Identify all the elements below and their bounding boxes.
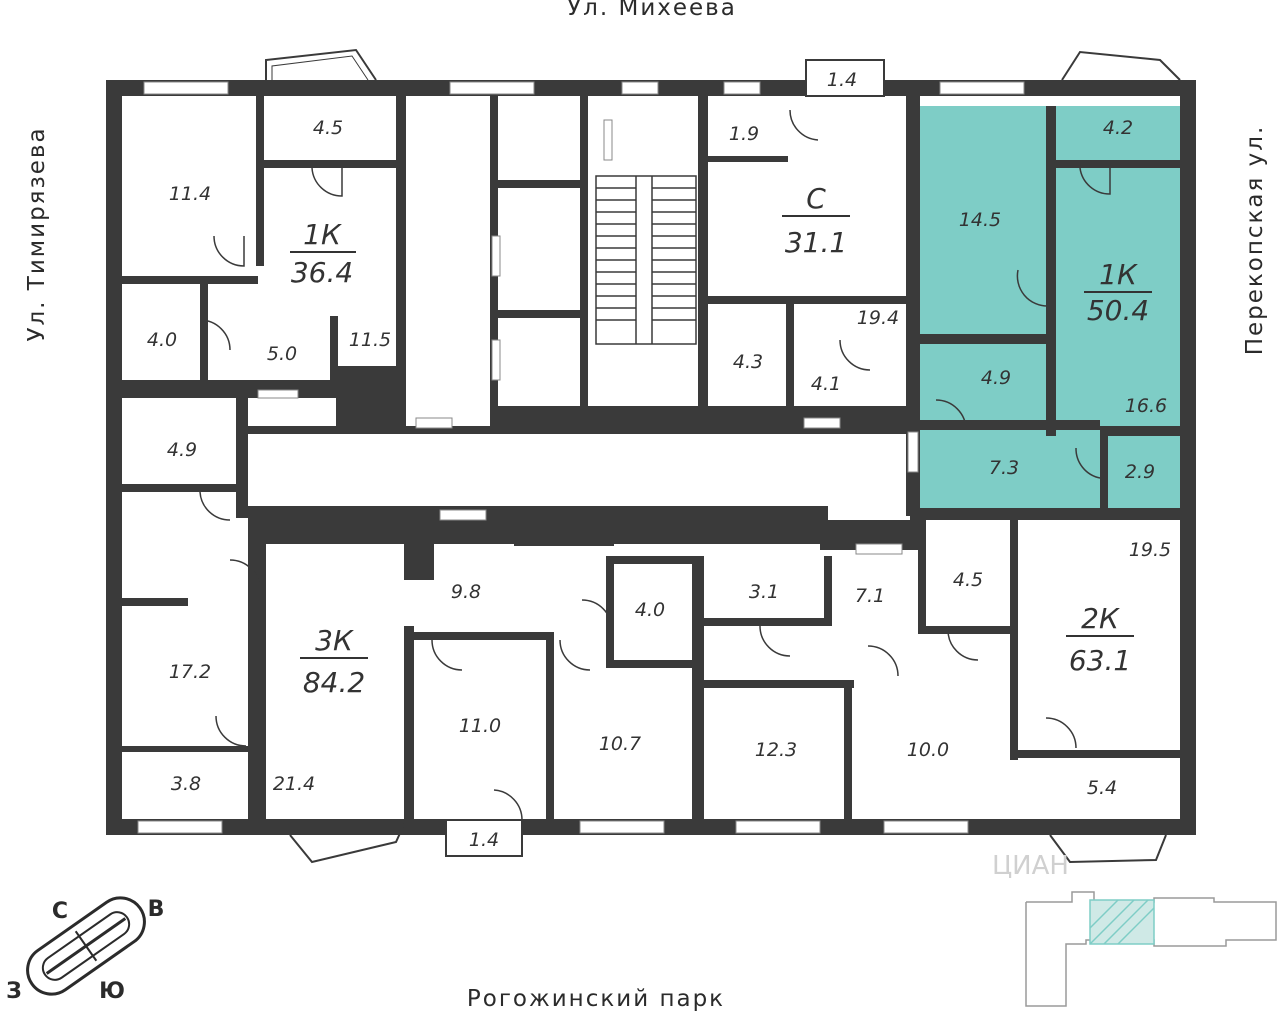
room-area: 4.3	[733, 351, 763, 373]
room-area: 4.9	[981, 367, 1011, 389]
room-area: 11.5	[349, 329, 391, 351]
room-area: 10.0	[907, 739, 949, 761]
room-area: 5.4	[1087, 777, 1117, 799]
compass-west: З	[6, 979, 22, 1004]
watermark: ЦИАН	[992, 851, 1069, 881]
apt-1k-left-type: 1К	[303, 218, 342, 251]
room-area: 7.3	[989, 457, 1019, 479]
room-area: 4.9	[167, 439, 197, 461]
apt-2k-type: 2К	[1081, 602, 1120, 635]
apt-1k-highlighted-area: 50.4	[1087, 294, 1149, 327]
room-area: 10.7	[599, 733, 641, 755]
room-area: 14.5	[959, 209, 1001, 231]
compass-north: С	[52, 899, 68, 924]
windows	[137, 81, 1025, 834]
doors	[199, 109, 1111, 821]
room-area: 3.1	[749, 581, 779, 603]
apt-1k-left-area: 36.4	[291, 256, 353, 289]
compass-east: В	[148, 897, 165, 922]
room-area: 4.2	[1103, 117, 1133, 139]
room-area: 5.0	[267, 343, 297, 365]
room-labels: 11.4 4.5 4.0 5.0 11.5 1.4 1.9 19.4 4.3 4…	[147, 69, 1171, 851]
apt-3k-area: 84.2	[303, 666, 365, 699]
room-area: 19.5	[1129, 539, 1171, 561]
street-north-label: Ул. Михеева	[567, 0, 737, 21]
room-area: 4.0	[635, 599, 665, 621]
room-area: 4.1	[811, 373, 841, 395]
apt-studio-type: С	[806, 182, 826, 215]
room-area: 16.6	[1125, 395, 1167, 417]
room-area: 11.4	[169, 183, 211, 205]
apt-1k-highlighted-type: 1К	[1099, 258, 1138, 291]
site-minimap	[1025, 891, 1277, 1007]
room-area: 4.5	[313, 117, 343, 139]
compass-icon	[26, 896, 146, 996]
room-area: 1.4	[469, 829, 499, 851]
room-area: 1.9	[729, 123, 759, 145]
apartment-labels: 1К 36.4 С 31.1 1К 50.4 3К 84.2 2К 63.1	[290, 182, 1152, 699]
room-area: 7.1	[855, 585, 885, 607]
street-east-label: Перекопская ул.	[1242, 125, 1268, 356]
room-area: 19.4	[857, 307, 899, 329]
street-west-label: Ул. Тимирязева	[24, 126, 50, 341]
apt-3k-type: 3К	[315, 624, 354, 657]
room-area: 21.4	[273, 773, 315, 795]
room-area: 12.3	[755, 739, 797, 761]
interior-walls	[122, 96, 1180, 821]
staircase	[595, 175, 697, 345]
room-area: 1.4	[827, 69, 857, 91]
room-area: 9.8	[451, 581, 481, 603]
room-area: 3.8	[171, 773, 201, 795]
apt-studio-area: 31.1	[785, 226, 847, 259]
room-area: 4.5	[953, 569, 983, 591]
apt-2k-area: 63.1	[1069, 644, 1131, 677]
room-area: 17.2	[169, 661, 211, 683]
compass-south: Ю	[99, 979, 125, 1004]
room-area: 2.9	[1125, 461, 1155, 483]
room-area: 4.0	[147, 329, 177, 351]
street-south-label: Рогожинский парк	[467, 986, 725, 1011]
bay-windows	[265, 48, 1181, 864]
room-area: 11.0	[459, 715, 501, 737]
